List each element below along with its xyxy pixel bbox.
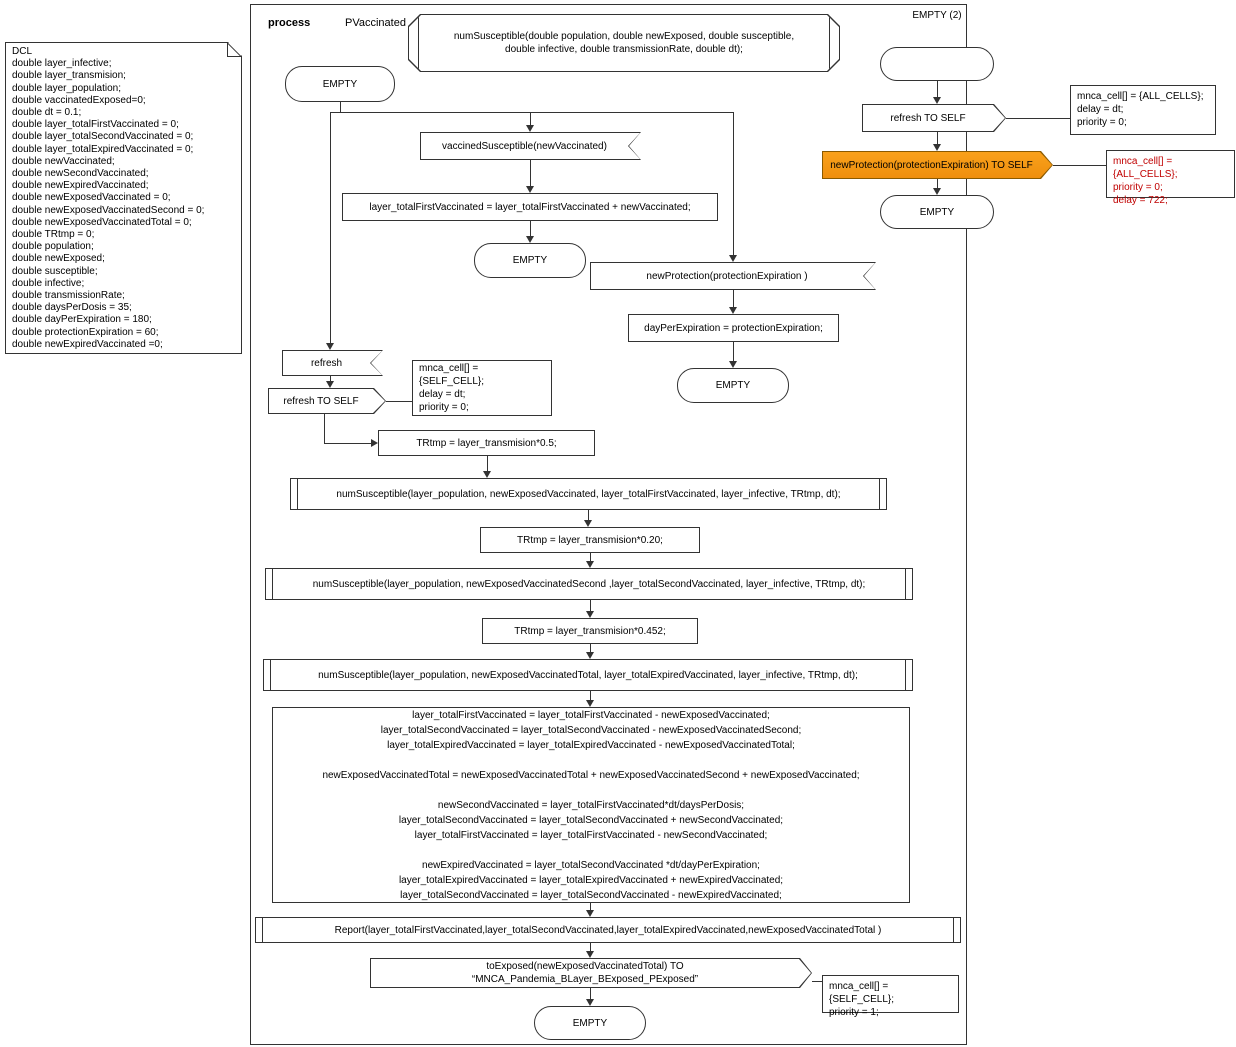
send-refresh-to-self-top-label: refresh TO SELF — [863, 105, 1005, 131]
process-name-label: PVaccinated — [345, 17, 406, 29]
flow-line — [937, 179, 938, 188]
flow-line — [590, 903, 591, 910]
send-new-protection-to-self[interactable]: newProtection(protectionExpiration) TO S… — [822, 151, 1053, 179]
flow-arrowhead — [586, 611, 594, 618]
flow-line — [324, 414, 325, 443]
comment-refresh[interactable]: mnca_cell[] = {SELF_CELL}; delay = dt; p… — [412, 360, 552, 416]
flow-arrowhead — [526, 125, 534, 132]
flow-line — [487, 456, 488, 471]
flow-arrowhead — [933, 97, 941, 104]
flow-arrowhead — [729, 255, 737, 262]
flow-arrowhead — [586, 910, 594, 917]
comment-refresh-top[interactable]: mnca_cell[] = {ALL_CELLS}; delay = dt; p… — [1070, 85, 1216, 135]
flow-arrowhead — [586, 652, 594, 659]
note-fold-corner-icon — [227, 43, 241, 57]
call-num-susceptible-3[interactable]: numSusceptible(layer_population, newExpo… — [263, 659, 913, 691]
task-day-per-expiration[interactable]: dayPerExpiration = protectionExpiration; — [628, 314, 839, 342]
send-refresh-to-self[interactable]: refresh TO SELF — [268, 388, 386, 414]
call-report[interactable]: Report(layer_totalFirstVaccinated,layer_… — [255, 917, 961, 943]
flow-arrowhead — [326, 381, 334, 388]
dcl-text: DCL double layer_infective; double layer… — [12, 46, 205, 350]
flow-line — [590, 943, 591, 951]
flow-arrowhead — [483, 471, 491, 478]
flow-arrowhead — [586, 999, 594, 1006]
flow-arrowhead — [526, 186, 534, 193]
flow-line — [733, 342, 734, 361]
flow-arrowhead — [586, 561, 594, 568]
state-empty-2[interactable] — [880, 47, 994, 81]
input-vaccined-susceptible-label: vaccinedSusceptible(newVaccinated) — [421, 133, 640, 159]
state-empty-top[interactable]: EMPTY — [285, 66, 395, 102]
send-refresh-to-self-label: refresh TO SELF — [269, 389, 385, 413]
flow-arrowhead — [586, 951, 594, 958]
send-to-exposed-label: toExposed(newExposedVaccinatedTotal) TO … — [371, 959, 811, 987]
flow-arrowhead — [933, 144, 941, 151]
comment-to-exposed[interactable]: mnca_cell[] = {SELF_CELL}; priority = 1; — [822, 975, 959, 1018]
input-new-protection-label: newProtection(protectionExpiration ) — [591, 263, 875, 289]
flow-line — [733, 112, 734, 255]
task-total-first-vaccinated[interactable]: layer_totalFirstVaccinated = layer_total… — [342, 193, 718, 221]
flow-line — [340, 102, 341, 112]
flow-arrowhead — [326, 343, 334, 350]
send-to-exposed[interactable]: toExposed(newExposedVaccinatedTotal) TO … — [370, 958, 812, 988]
flow-line — [590, 600, 591, 611]
state-empty-end[interactable]: EMPTY — [534, 1006, 646, 1040]
call-num-susceptible-2[interactable]: numSusceptible(layer_population, newExpo… — [265, 568, 913, 600]
flow-arrowhead — [526, 236, 534, 243]
start-state-label: EMPTY (2) — [912, 10, 962, 21]
task-update-vaccination-totals[interactable]: layer_totalFirstVaccinated = layer_total… — [272, 707, 910, 903]
input-new-protection[interactable]: newProtection(protectionExpiration ) — [590, 262, 876, 290]
send-refresh-to-self-top[interactable]: refresh TO SELF — [862, 104, 1006, 132]
procdecl-right-double-line — [829, 15, 830, 71]
comment-connector — [812, 981, 822, 982]
flow-line — [590, 644, 591, 652]
flow-arrowhead — [933, 188, 941, 195]
procedure-declaration-body: numSusceptible(double population, double… — [409, 15, 839, 71]
state-empty-a[interactable]: EMPTY — [474, 243, 586, 278]
flow-line — [530, 221, 531, 236]
flow-arrowhead — [586, 700, 594, 707]
state-empty-b[interactable]: EMPTY — [677, 368, 789, 403]
comment-connector — [1053, 165, 1106, 166]
flow-arrowhead — [729, 307, 737, 314]
flow-arrowhead — [584, 520, 592, 527]
procdecl-left-double-line — [418, 15, 419, 71]
input-vaccined-susceptible[interactable]: vaccinedSusceptible(newVaccinated) — [420, 132, 641, 160]
comment-connector — [1006, 118, 1070, 119]
flow-line — [330, 112, 331, 343]
call-num-susceptible-1[interactable]: numSusceptible(layer_population, newExpo… — [290, 478, 887, 510]
flow-line — [937, 132, 938, 144]
flow-line — [590, 691, 591, 700]
procedure-declaration-numsusceptible[interactable]: numSusceptible(double population, double… — [408, 14, 840, 72]
task-trtmp-05[interactable]: TRtmp = layer_transmision*0.5; — [378, 430, 595, 456]
flow-arrowhead — [371, 439, 378, 447]
input-refresh[interactable]: refresh — [282, 350, 383, 376]
procedure-declaration-label: numSusceptible(double population, double… — [453, 31, 795, 55]
flow-line — [733, 290, 734, 307]
flow-line — [590, 988, 591, 999]
flow-line — [590, 553, 591, 561]
process-kind-label: process — [268, 17, 311, 29]
flow-line — [324, 443, 371, 444]
flow-line — [937, 81, 938, 97]
flow-line — [530, 112, 531, 125]
process-frame — [250, 4, 967, 1045]
send-new-protection-to-self-label: newProtection(protectionExpiration) TO S… — [823, 152, 1052, 178]
flow-line — [588, 510, 589, 520]
flow-branch-line — [330, 112, 733, 113]
flow-arrowhead — [729, 361, 737, 368]
comment-connector — [386, 401, 412, 402]
dcl-declarations-note[interactable]: DCL double layer_infective; double layer… — [5, 42, 242, 354]
comment-new-protection[interactable]: mnca_cell[] = {ALL_CELLS}; priority = 0;… — [1106, 150, 1235, 206]
input-refresh-label: refresh — [283, 351, 382, 375]
state-empty-right[interactable]: EMPTY — [880, 195, 994, 229]
flow-line — [530, 160, 531, 186]
task-trtmp-020[interactable]: TRtmp = layer_transmision*0.20; — [480, 527, 700, 553]
flow-line — [330, 376, 331, 381]
task-trtmp-0452[interactable]: TRtmp = layer_transmision*0.452; — [482, 618, 698, 644]
